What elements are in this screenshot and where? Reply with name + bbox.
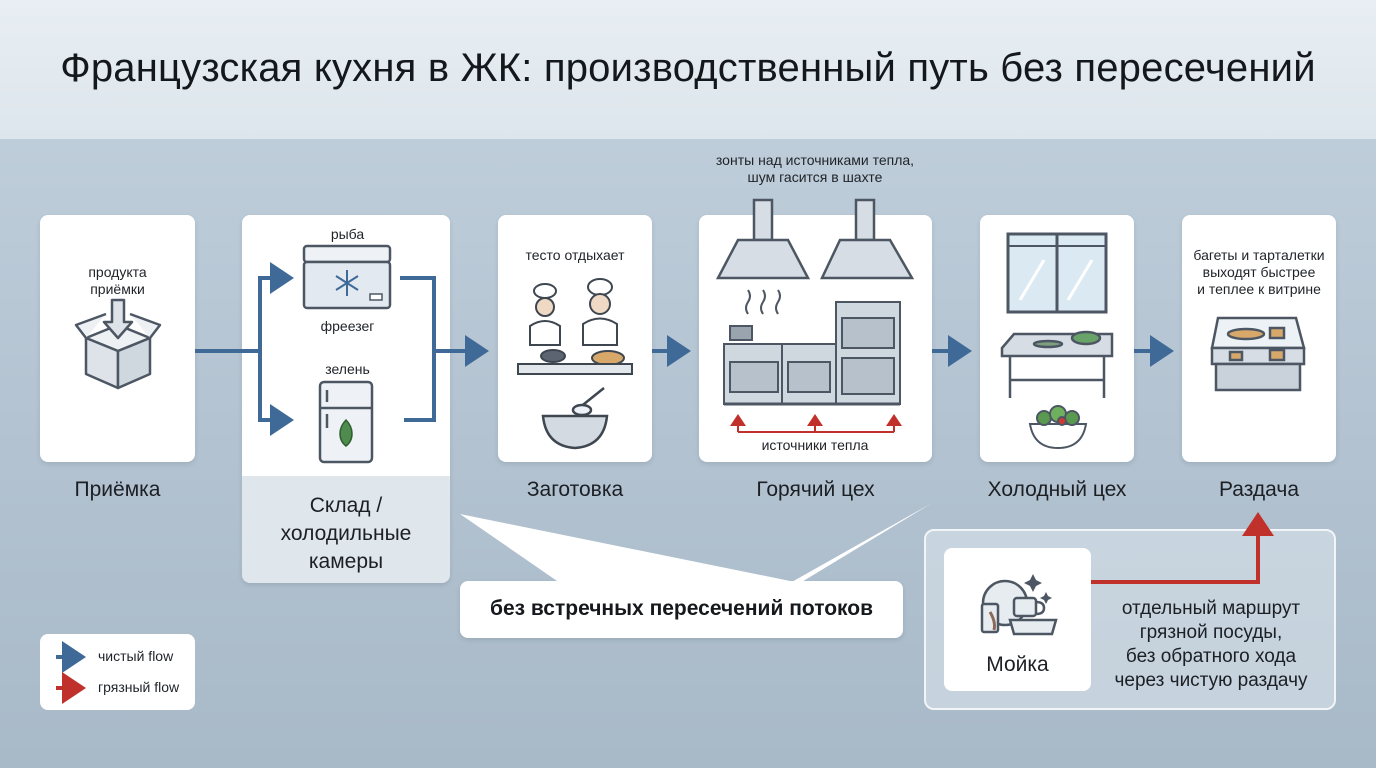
note-heat-sources: источники тепла xyxy=(761,437,869,453)
chest-freezer-icon xyxy=(302,244,392,310)
heat-source-arrows xyxy=(730,414,902,433)
arrow-dirty-flow xyxy=(1091,512,1274,584)
page-title: Французская кухня в ЖК: производственный… xyxy=(60,46,1316,90)
label-greens: зелень xyxy=(325,361,370,377)
note-zagotovka: тесто отдыхает xyxy=(525,247,625,263)
arrow-to-fridge xyxy=(258,351,294,436)
window-icon xyxy=(1006,232,1108,314)
legend-clean-label: чистый flow xyxy=(98,648,174,664)
clean-flow-arrows xyxy=(195,262,1174,436)
stage-label-hot-shop: Горячий цех xyxy=(756,478,875,501)
prep-table-icon xyxy=(1000,330,1114,398)
stage-label-cold-shop: Холодный цех xyxy=(987,478,1127,501)
salad-bowl-icon xyxy=(1028,405,1088,450)
label-freezer: фреезег xyxy=(320,318,375,334)
arrow-to-freezer xyxy=(236,262,294,353)
label-fish: рыба xyxy=(330,226,365,242)
stage-label-zagotovka: Заготовка xyxy=(526,478,624,501)
stage-label-priemka: Приёмка xyxy=(74,478,161,501)
chefs-icon xyxy=(517,278,633,375)
callout-pointer xyxy=(460,503,932,583)
display-case-icon xyxy=(1210,316,1306,392)
legend-dirty-label: грязный flow xyxy=(98,679,180,695)
range-hood-icon xyxy=(715,198,915,315)
header-band xyxy=(0,0,1376,139)
fridge-icon xyxy=(318,380,374,464)
callout-text: без встречных пересечений потоков xyxy=(489,597,873,620)
arrow-from-freezer xyxy=(400,276,436,422)
open-box-icon xyxy=(74,298,162,390)
callout-box: без встречных пересечений потоков xyxy=(460,581,903,638)
note-hot-hoods: зонты над источниками тепла,шум гасится … xyxy=(715,152,915,185)
stove-icon xyxy=(723,301,901,406)
stage-label-moika: Мойка xyxy=(986,653,1049,676)
stage-label-razdacha: Раздача xyxy=(1218,478,1299,501)
dishes-icon xyxy=(980,574,1058,636)
mixing-bowl-icon xyxy=(541,387,609,450)
